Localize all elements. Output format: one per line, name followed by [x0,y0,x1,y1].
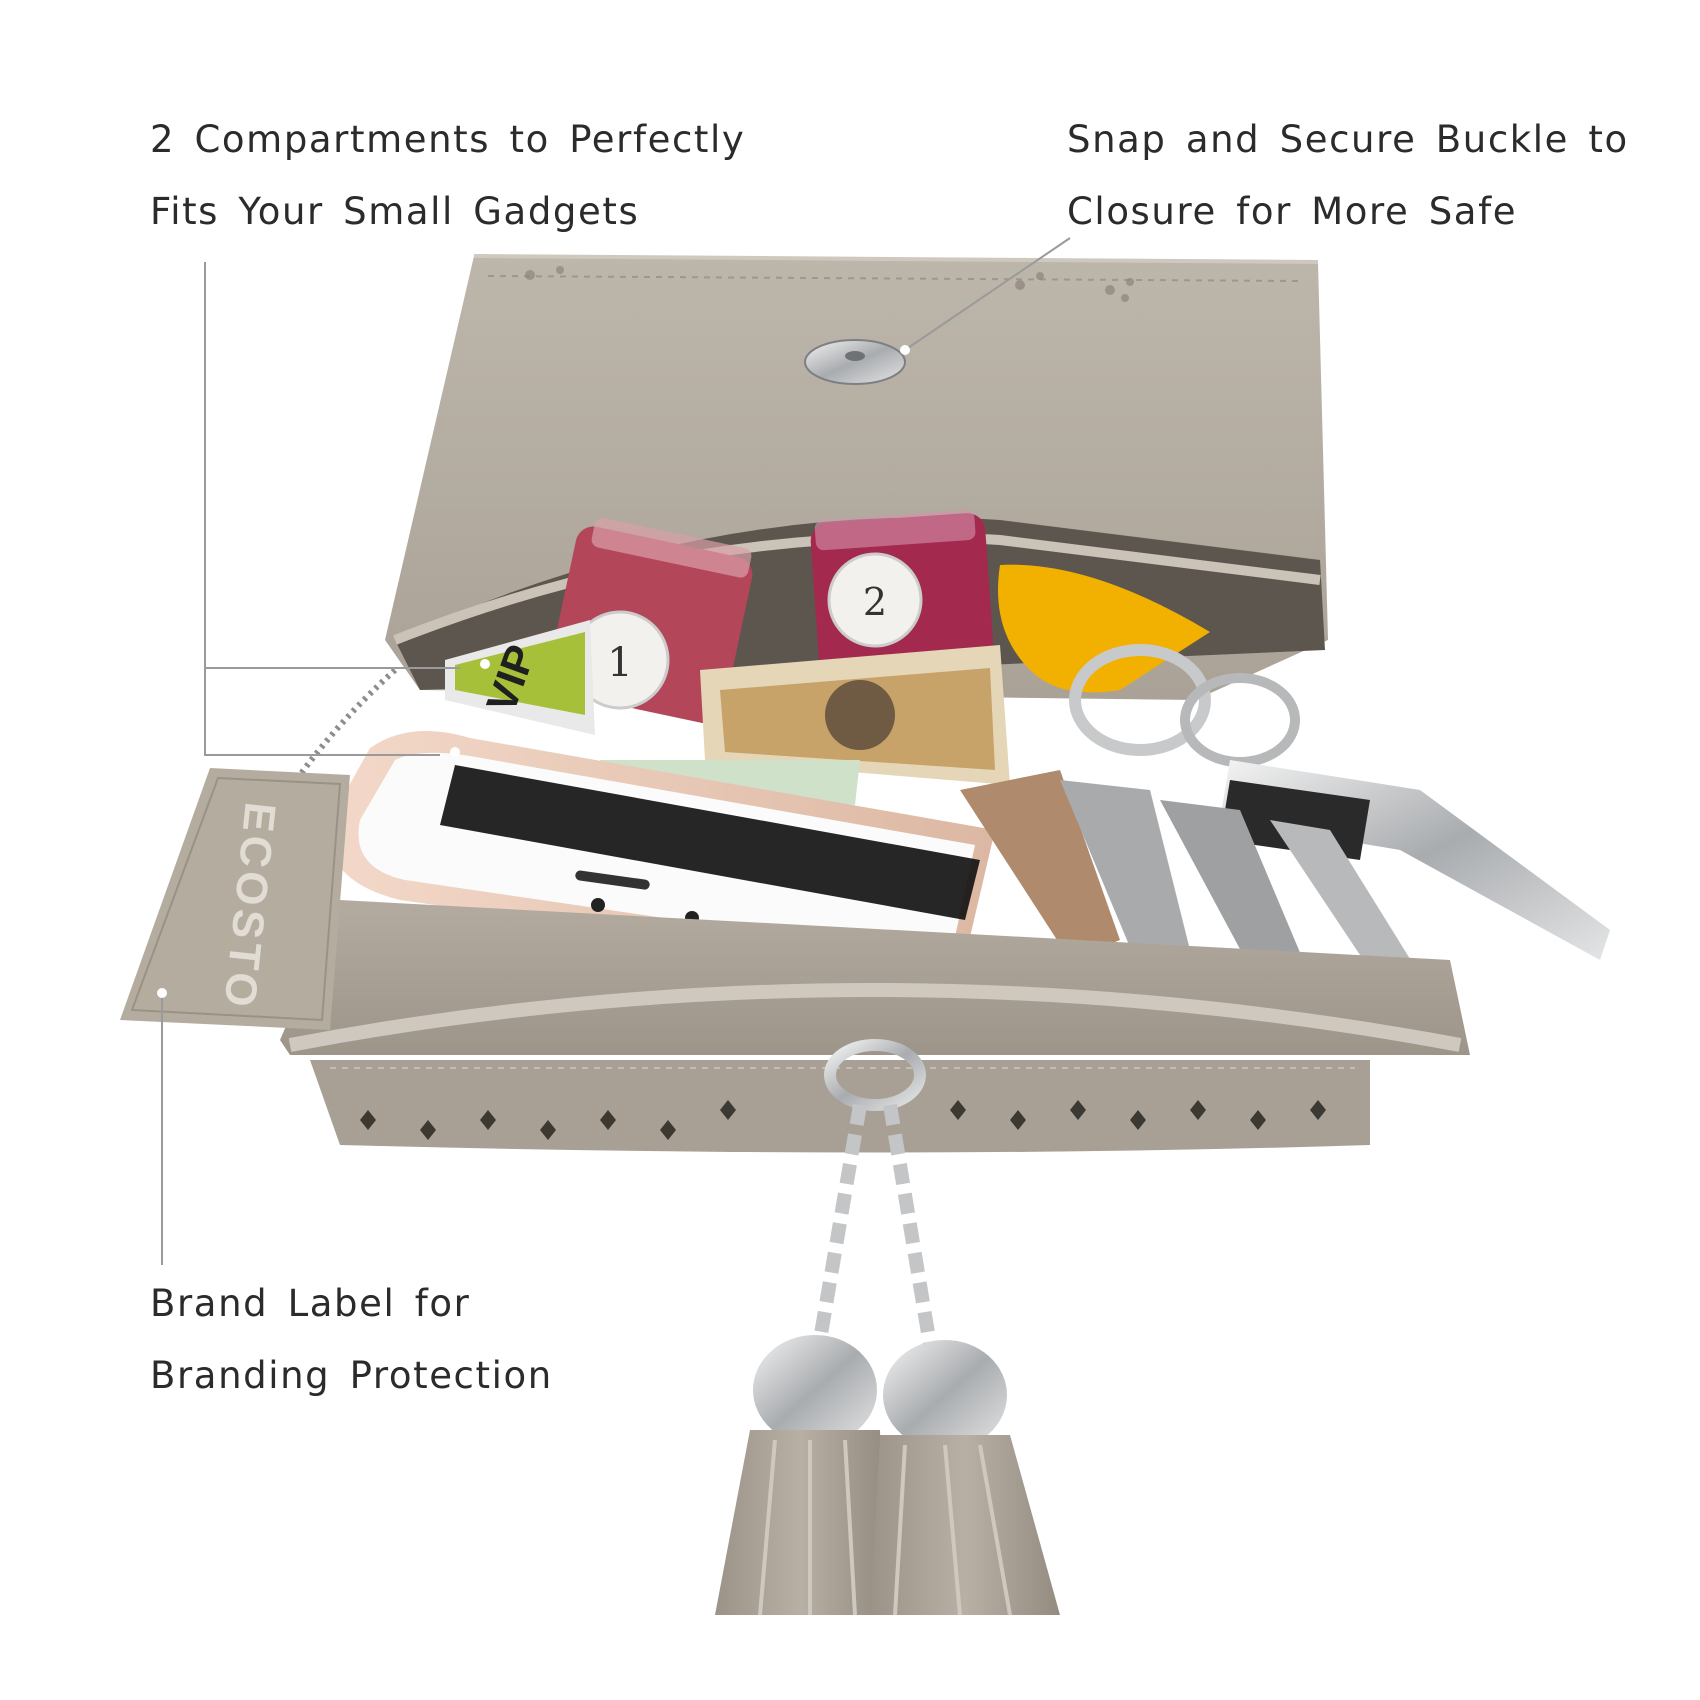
callout-compartments-line1: 2 Compartments to Perfectly [150,118,746,161]
snap-button [804,339,906,385]
smartphone [328,730,995,980]
callout-brand-line2: Branding Protection [150,1354,553,1397]
callout-buckle: Snap and Secure Buckle to Closure for Mo… [1067,104,1629,248]
callout-compartments: 2 Compartments to Perfectly Fits Your Sm… [150,104,745,248]
leader-line-buckle [904,237,1071,351]
callout-buckle-line2: Closure for More Safe [1067,190,1518,233]
callout-buckle-line1: Snap and Secure Buckle to [1067,118,1629,161]
callout-brand-label: Brand Label for Branding Protection [150,1268,553,1412]
callout-compartments-line2: Fits Your Small Gadgets [150,190,640,233]
yellow-key-tag [998,564,1210,693]
tassel-left [715,1335,885,1616]
cards: VIP [445,620,1010,805]
leader-dots [157,345,910,998]
leader-line-compartments [204,262,460,756]
bag-front-pocket [280,900,1470,1153]
bottle-1-label: 1 [607,640,632,686]
callout-brand-line1: Brand Label for [150,1282,471,1325]
tassel-right [870,1340,1060,1616]
nail-polish-bottle-2: 2 [810,510,995,683]
leader-lines [161,237,1071,1265]
brand-tag: ECOSTO [120,667,398,1030]
tassel-chain [813,1039,937,1347]
bottle-2-label: 2 [863,580,887,624]
keys [960,644,1610,1005]
